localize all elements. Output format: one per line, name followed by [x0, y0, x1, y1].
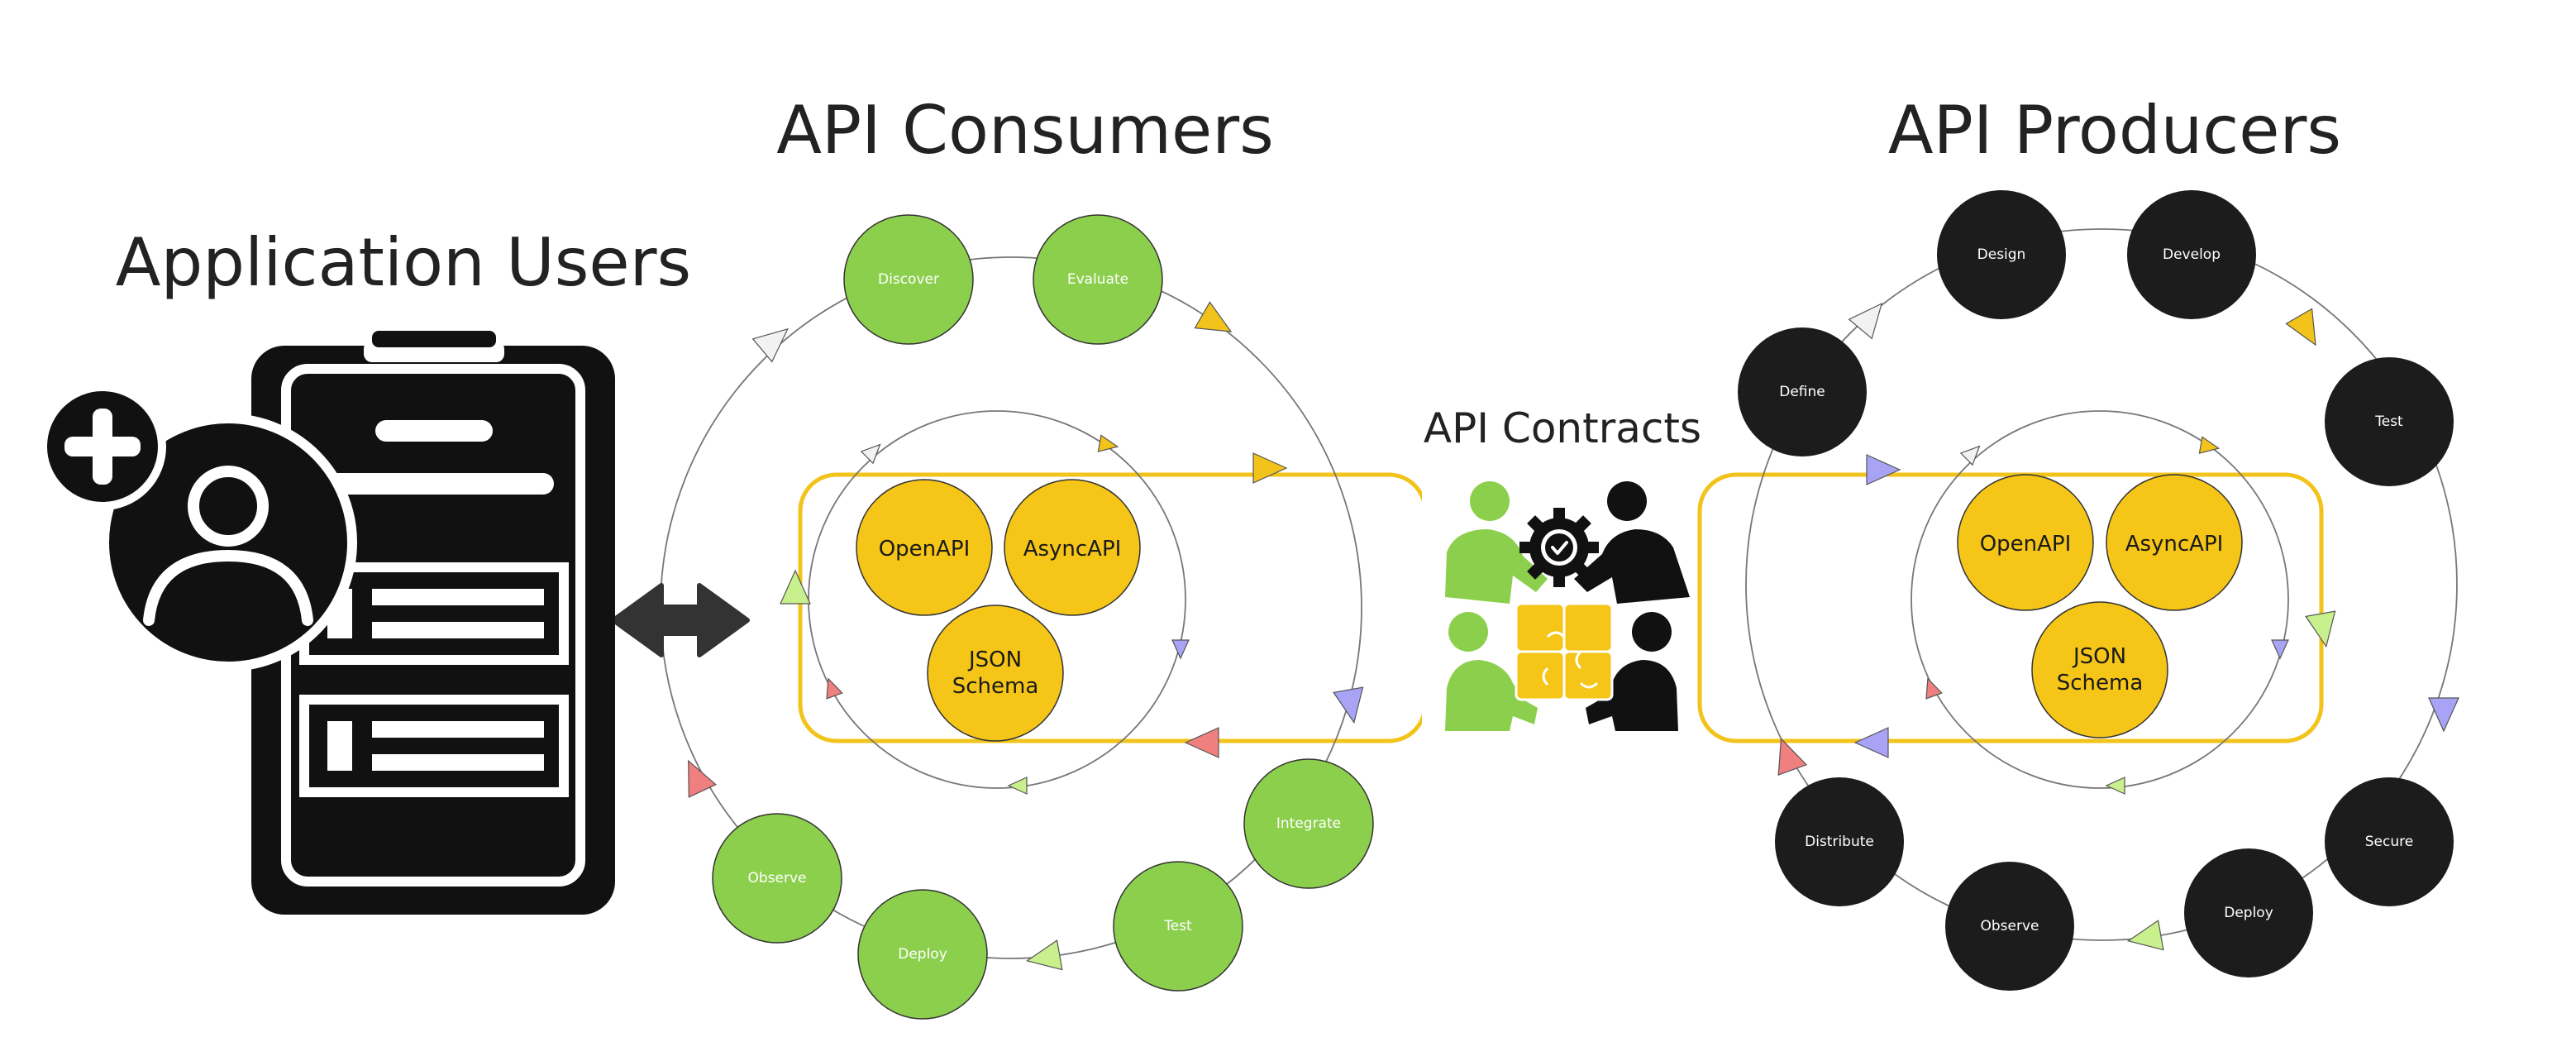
api-consumers-title: API Consumers	[776, 92, 1274, 169]
stage-label: Observe	[1981, 918, 2039, 934]
stage-label: Secure	[2365, 834, 2413, 850]
producer-stage-observe: Observe	[1945, 862, 2074, 991]
producer-arrow-green	[2305, 610, 2336, 648]
producer-stage-define: Define	[1738, 327, 1867, 456]
consumer-inner-arrow-yellow	[1097, 434, 1119, 452]
producer-inner-arrow-red	[1925, 677, 1943, 700]
api-producers-title: API Producers	[1888, 92, 2341, 169]
consumer-inner-arrow-red	[826, 677, 843, 700]
producer-arrow-white	[1848, 303, 1883, 340]
consumer-arrow-white	[751, 327, 789, 363]
producer-arrow-purple	[1853, 727, 1889, 758]
spec-label: OpenAPI	[879, 537, 971, 562]
spec-label: JSON	[967, 648, 1022, 672]
producer-stage-design: Design	[1937, 190, 2066, 319]
producer-inner-ring	[1911, 410, 2289, 789]
producer-stage-test: Test	[2325, 357, 2454, 486]
consumer-spec-openapi: OpenAPI	[856, 479, 993, 616]
stage-label: Deploy	[898, 946, 947, 963]
stage-label: Observe	[748, 870, 807, 887]
double-headed-arrow-icon	[611, 583, 750, 657]
producer-stage-deploy: Deploy	[2184, 848, 2313, 977]
api-contracts-title: API Contracts	[1424, 404, 1701, 452]
consumer-inner-arrow-green	[1007, 777, 1028, 795]
stage-label: Deploy	[2224, 905, 2273, 921]
producer-spec-asyncapi: AsyncAPI	[2106, 474, 2243, 611]
team-puzzle-collaboration-icon	[1422, 468, 1695, 748]
stage-label: Develop	[2163, 246, 2221, 263]
producer-contract-band	[1697, 472, 2324, 743]
consumer-inner-arrow-purple	[1171, 639, 1190, 660]
cycle-arrows	[688, 301, 2459, 971]
stage-label: Distribute	[1805, 834, 1874, 850]
producer-inner-arrow-purple	[2271, 639, 2289, 660]
stage-label: Test	[1163, 918, 1192, 934]
spec-label: AsyncAPI	[1023, 537, 1122, 562]
consumer-inner-arrow-white	[860, 443, 881, 465]
mobile-app-add-user-icon	[39, 331, 615, 915]
consumer-arrow-green	[1025, 939, 1063, 971]
stage-label: Discover	[878, 271, 939, 288]
consumer-arrow-yellow	[1194, 301, 1233, 332]
stage-label: Define	[1779, 384, 1825, 400]
producer-stage-secure: Secure	[2325, 777, 2454, 906]
producer-spec-openapi: OpenAPI	[1957, 474, 2094, 611]
producer-outer-ring	[1745, 228, 2458, 941]
producer-arrow-red	[1777, 737, 1808, 776]
stage-label: Test	[2374, 413, 2403, 430]
spec-label: OpenAPI	[1980, 532, 2072, 557]
producer-inner-arrow-green	[2105, 777, 2125, 795]
consumer-stage-discover: Discover	[843, 214, 974, 345]
spec-label: JSON	[2072, 644, 2126, 669]
consumer-stage-integrate: Integrate	[1243, 758, 1374, 889]
producer-stage-distribute: Distribute	[1775, 777, 1904, 906]
producer-inner-arrow-yellow	[2198, 436, 2221, 454]
consumer-stage-test: Test	[1113, 861, 1243, 992]
consumer-stage-deploy: Deploy	[857, 889, 988, 1020]
stage-label: Design	[1977, 246, 2026, 263]
producer-arrow-purple	[2428, 697, 2459, 733]
producer-arrow-purple	[1866, 454, 1901, 485]
consumer-arrow-red	[688, 759, 718, 798]
spec-label: Schema	[952, 674, 1039, 699]
producer-stage-develop: Develop	[2127, 190, 2256, 319]
stage-label: Integrate	[1276, 815, 1341, 832]
producer-inner-arrow-white	[1959, 445, 1981, 466]
producer-spec-json-schema: JSON Schema	[2031, 601, 2168, 738]
consumer-spec-asyncapi: AsyncAPI	[1004, 479, 1141, 616]
consumer-arrow-red	[1184, 727, 1219, 758]
consumer-arrow-green	[780, 569, 811, 605]
spec-label: Schema	[2057, 671, 2144, 695]
spec-label: AsyncAPI	[2125, 532, 2224, 557]
consumer-spec-json-schema: JSON Schema	[927, 605, 1064, 742]
producer-arrow-green	[2126, 920, 2164, 951]
consumer-arrow-purple	[1333, 686, 1364, 724]
producer-arrow-yellow	[2285, 308, 2316, 346]
stage-label: Evaluate	[1067, 271, 1128, 288]
application-users-title: Application Users	[116, 224, 691, 301]
consumer-stage-observe: Observe	[712, 813, 842, 944]
consumer-stage-evaluate: Evaluate	[1033, 214, 1163, 345]
consumer-arrow-yellow	[1252, 452, 1288, 484]
